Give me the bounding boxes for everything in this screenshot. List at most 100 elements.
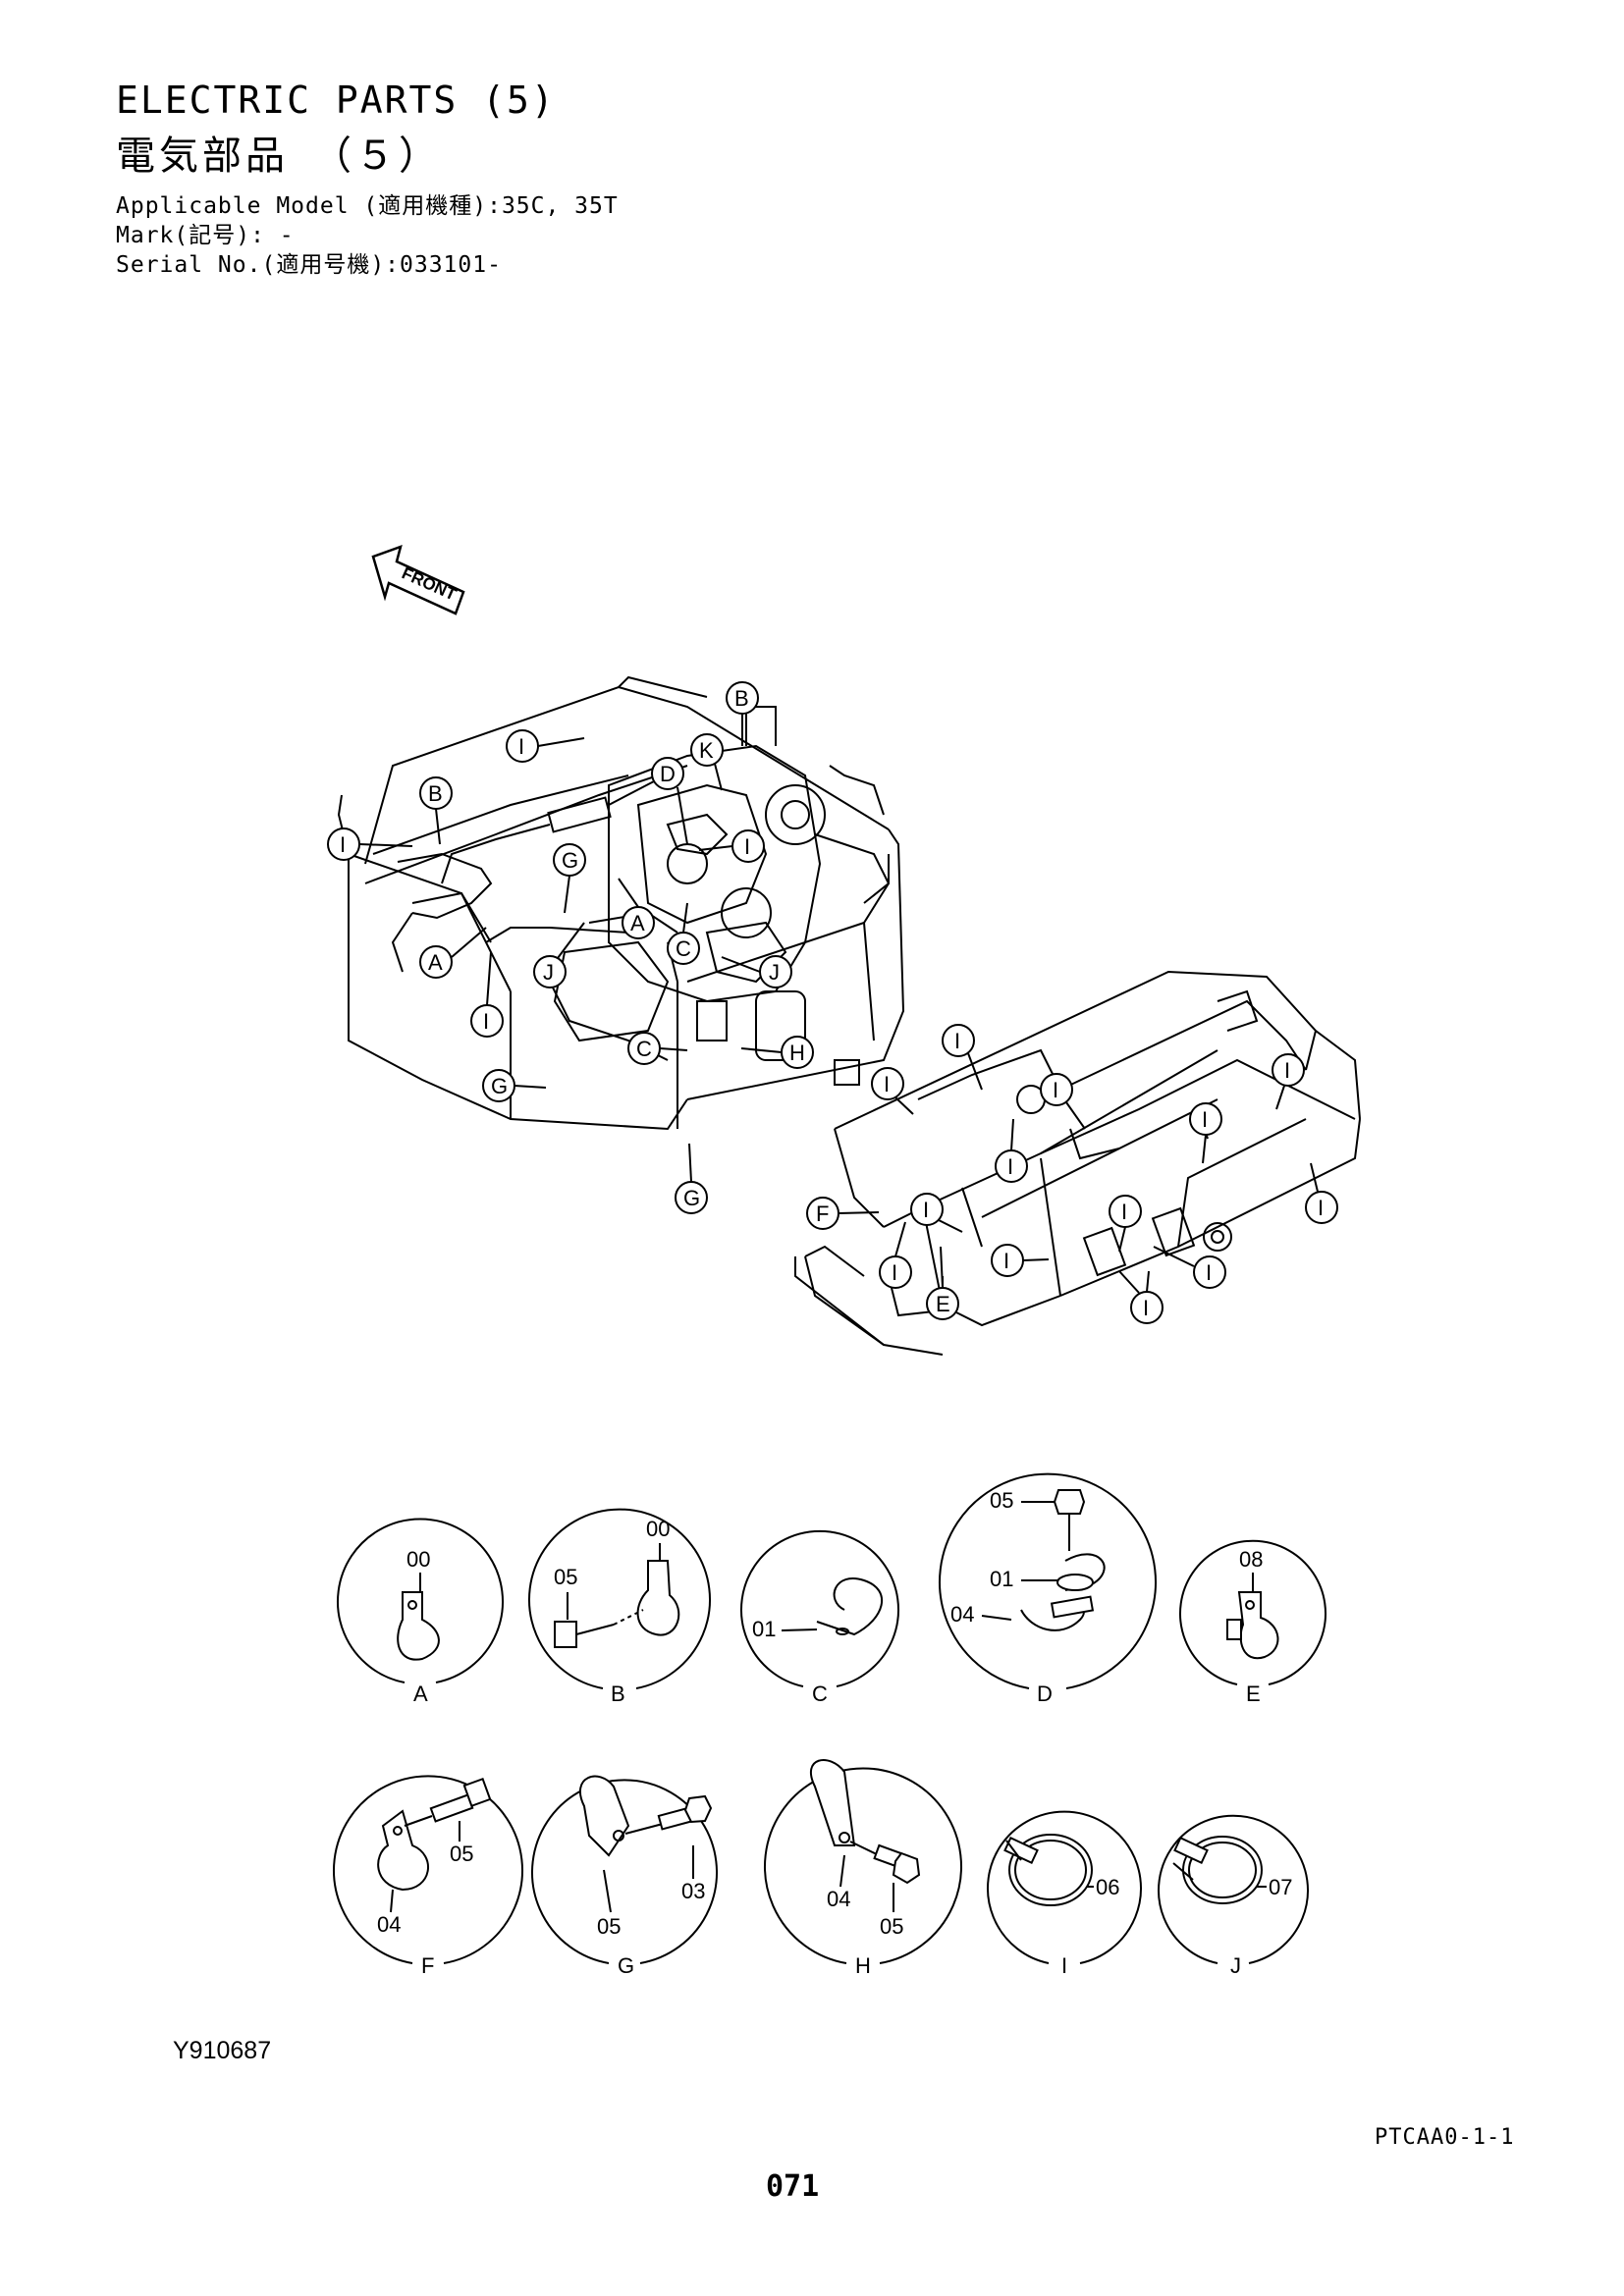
part-number: 04 (827, 1887, 850, 1911)
callout-label: D (660, 762, 676, 786)
callout-I-1: I (506, 729, 585, 763)
callout-label: I (1143, 1296, 1149, 1320)
callout-label: I (1206, 1260, 1212, 1285)
callout-label: I (744, 834, 750, 859)
callout-J-2: J (721, 955, 792, 988)
detail-label: D (1037, 1682, 1053, 1706)
part-number: 05 (554, 1565, 577, 1589)
page-code: PTCAA0-1-1 (1375, 2125, 1515, 2150)
callout-I-5: I (942, 1024, 983, 1091)
callout-I-7: I (1040, 1073, 1086, 1130)
callout-label: B (734, 686, 749, 711)
detail-D: D 05 01 04 (939, 1472, 1157, 1706)
callout-label: I (340, 832, 346, 857)
detail-label: C (812, 1682, 828, 1706)
part-number: 00 (406, 1547, 430, 1572)
serial-number: Serial No.(適用号機):033101- (116, 252, 502, 278)
callout-I-12: I (1109, 1195, 1142, 1253)
callout-label: I (954, 1029, 960, 1053)
callout-H: H (740, 1036, 814, 1069)
detail-A: A 00 (337, 1518, 504, 1706)
detail-E: E 08 (1179, 1539, 1326, 1706)
figure-number: Y910687 (173, 2037, 272, 2064)
part-number: 05 (597, 1914, 621, 1939)
part-number: 04 (377, 1912, 401, 1937)
detail-label: A (413, 1682, 428, 1706)
callout-label: I (483, 1009, 489, 1034)
callout-D: D (608, 757, 688, 845)
callout-label: G (562, 848, 578, 873)
front-arrow: FRONT (371, 545, 465, 615)
callout-A-1: A (618, 878, 655, 939)
callout-I-14: I (991, 1244, 1050, 1277)
mark: Mark(記号): - (116, 223, 295, 248)
detail-C: C 01 (740, 1529, 899, 1706)
callout-C-2: C (627, 1032, 688, 1065)
callout-label: I (1053, 1078, 1058, 1102)
detail-label: F (421, 1953, 434, 1978)
detail-J: J 07 (1158, 1814, 1309, 1978)
callout-E: E (926, 1246, 959, 1320)
detail-label: H (855, 1953, 871, 1978)
callout-label: C (676, 936, 691, 961)
callout-A-2: A (419, 927, 487, 979)
detail-label: B (611, 1682, 625, 1706)
part-number: 03 (681, 1879, 705, 1903)
callout-label: I (518, 734, 524, 759)
callout-label: I (1202, 1107, 1208, 1132)
callout-G-3: G (675, 1143, 708, 1214)
detail-G: G 03 05 (531, 1775, 718, 1978)
part-number: 06 (1096, 1875, 1119, 1899)
part-number: 07 (1269, 1875, 1292, 1899)
callout-label: I (1318, 1196, 1324, 1220)
part-number: 05 (450, 1842, 473, 1866)
detail-label: G (618, 1953, 634, 1978)
callout-label: I (892, 1260, 897, 1285)
part-number: 05 (880, 1914, 903, 1939)
callout-I-9: I (1189, 1102, 1222, 1164)
callout-label: I (1284, 1058, 1290, 1083)
page-title-en: ELECTRIC PARTS (5) (116, 79, 556, 122)
callout-B-left: B (419, 776, 453, 845)
part-number: 00 (646, 1517, 670, 1541)
callout-I-6: I (871, 1067, 914, 1115)
callout-label: A (630, 911, 645, 935)
detail-B: B 00 05 (528, 1508, 711, 1706)
callout-label: I (884, 1072, 890, 1096)
main-frame (794, 970, 1361, 1356)
callout-label: I (1121, 1200, 1127, 1224)
callout-I-13: I (1305, 1162, 1338, 1224)
callout-I-11: I (910, 1193, 963, 1233)
callout-label: J (769, 960, 780, 985)
detail-label: E (1246, 1682, 1261, 1706)
callout-C-1: C (667, 902, 700, 965)
callout-K: K (690, 733, 724, 791)
callout-label: F (816, 1201, 829, 1226)
callout-I-16: I (879, 1221, 912, 1289)
callout-I-10: I (1272, 1053, 1305, 1110)
callout-label: G (683, 1186, 700, 1210)
callout-label: J (543, 960, 554, 985)
callout-label: A (428, 950, 443, 975)
callout-label: G (491, 1074, 508, 1098)
detail-label: J (1230, 1953, 1241, 1978)
page-number: 071 (766, 2169, 820, 2204)
engine-frame (337, 675, 905, 1131)
part-number: 04 (950, 1602, 974, 1627)
callout-I-4: I (470, 951, 504, 1038)
detail-H: H 04 05 (764, 1759, 962, 1978)
applicable-model: Applicable Model (適用機種):35C, 35T (116, 193, 619, 219)
callout-label: I (1007, 1154, 1013, 1179)
callout-I-17: I (1118, 1270, 1164, 1324)
callouts: B I K D B I I G A C A J J I C H G G I I … (327, 681, 1338, 1324)
callout-I-2: I (327, 828, 413, 861)
page-title-jp: 電気部品 （５） (116, 133, 442, 179)
part-number: 01 (752, 1617, 776, 1641)
callout-I-3: I (698, 829, 765, 863)
callout-F: F (806, 1197, 880, 1230)
callout-I-8: I (995, 1118, 1028, 1183)
callout-label: H (789, 1041, 805, 1065)
detail-views: A 00 B 00 05 C 01 (333, 1472, 1326, 1978)
callout-label: K (699, 738, 714, 763)
